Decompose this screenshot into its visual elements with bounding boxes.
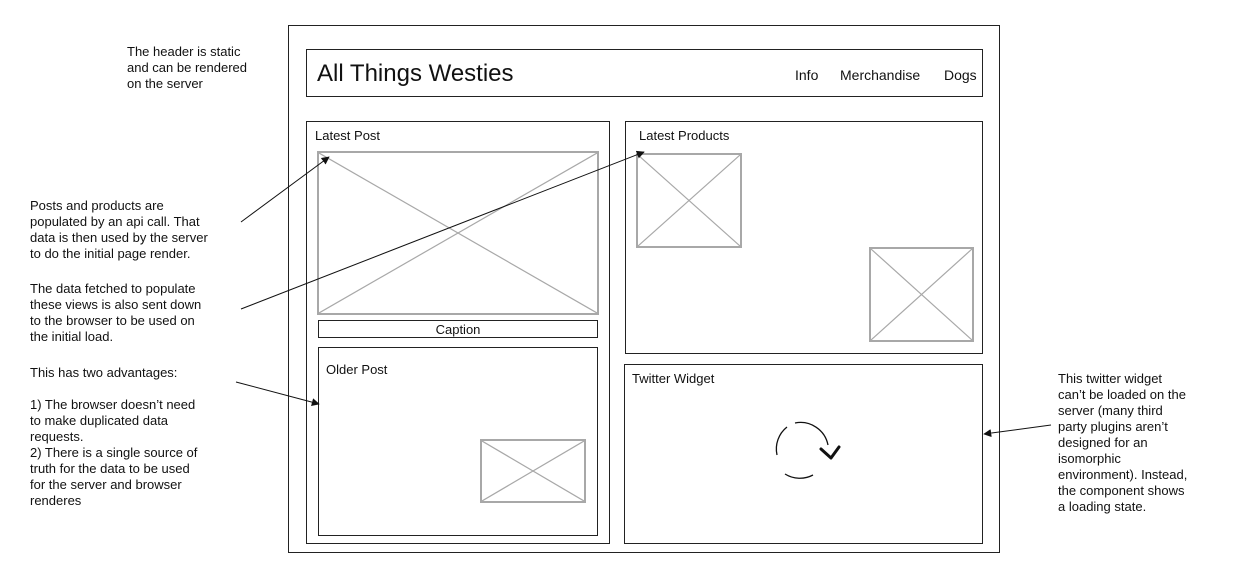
caption-label: Caption [435, 322, 481, 337]
site-title[interactable]: All Things Westies [317, 60, 514, 87]
note-line: designed for an [1058, 435, 1148, 450]
image-placeholder-icon [482, 441, 584, 501]
note-line: Posts and products are [30, 198, 164, 213]
site-header: All Things Westies Info Merchandise Dogs [306, 49, 983, 97]
latest-post-panel [306, 121, 610, 544]
note-line: a loading state. [1058, 499, 1147, 514]
note-line: on the server [127, 76, 203, 91]
loading-spinner-icon [765, 415, 845, 485]
note-line: to the browser to be used on [30, 313, 195, 328]
note-line [30, 381, 197, 397]
older-post-panel [318, 347, 598, 536]
latest-post-image-placeholder[interactable] [317, 151, 599, 315]
note-line: the initial load. [30, 329, 114, 344]
twitter-widget-panel [624, 364, 983, 544]
note-line: party plugins aren’t [1058, 419, 1168, 434]
image-placeholder-icon [871, 249, 972, 340]
note-twitter-widget: This twitter widget can’t be loaded on t… [1058, 371, 1187, 515]
note-line: requests. [30, 429, 84, 444]
note-line: populated by an api call. That [30, 214, 200, 229]
nav-info[interactable]: Info [795, 67, 819, 83]
older-post-image-placeholder[interactable] [480, 439, 586, 503]
note-advantages: This has two advantages: 1) The browser … [30, 365, 197, 509]
latest-post-heading: Latest Post [315, 128, 381, 143]
note-line: 2) There is a single source of [30, 445, 198, 460]
product-image-placeholder[interactable] [636, 153, 742, 248]
nav-dogs[interactable]: Dogs [944, 67, 977, 83]
twitter-widget-heading: Twitter Widget [632, 371, 715, 386]
note-line: these views is also sent down [30, 297, 202, 312]
note-line: isomorphic [1058, 451, 1121, 466]
note-line: data is then used by the server [30, 230, 208, 245]
latest-products-heading: Latest Products [639, 128, 730, 143]
note-line: renderes [30, 493, 82, 508]
older-post-heading: Older Post [326, 362, 388, 377]
note-line: and can be rendered [127, 60, 247, 75]
note-line: This twitter widget [1058, 371, 1163, 386]
note-line: environment). Instead, [1058, 467, 1188, 482]
note-header-static: The header is static and can be rendered… [127, 44, 247, 92]
product-image-placeholder[interactable] [869, 247, 974, 342]
note-line: can’t be loaded on the [1058, 387, 1186, 402]
note-line: The data fetched to populate [30, 281, 196, 296]
note-line: the component shows [1058, 483, 1185, 498]
caption-box: Caption [318, 320, 598, 338]
note-data-sent-down: The data fetched to populate these views… [30, 281, 201, 345]
image-placeholder-icon [319, 153, 597, 313]
note-line: The header is static [127, 44, 241, 59]
note-line: This has two advantages: [30, 365, 178, 380]
nav-merchandise[interactable]: Merchandise [840, 67, 921, 83]
note-line: truth for the data to be used [30, 461, 190, 476]
note-api-call: Posts and products are populated by an a… [30, 198, 208, 262]
note-line: for the server and browser [30, 477, 182, 492]
note-line: to do the initial page render. [30, 246, 191, 261]
note-line: to make duplicated data [30, 413, 169, 428]
image-placeholder-icon [638, 155, 740, 246]
note-line: 1) The browser doesn’t need [30, 397, 196, 412]
note-line: server (many third [1058, 403, 1163, 418]
